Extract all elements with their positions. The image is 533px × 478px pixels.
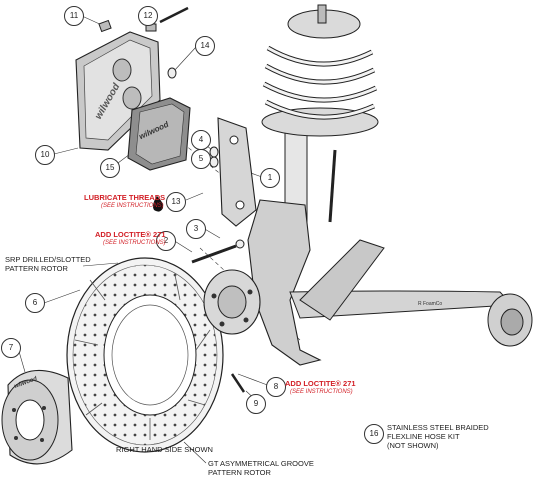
note-loctite-upper: ADD LOCTITE® 271 (95, 230, 166, 239)
label-hose-line1: STAINLESS STEEL BRAIDED (387, 423, 489, 432)
control-arm (289, 239, 533, 347)
bleed-screw (98, 6, 189, 33)
callout-10: 10 (35, 145, 55, 165)
note-loctite-lower-sub: (SEE INSTRUCTIONS) (290, 389, 353, 395)
label-srp-line1: SRP DRILLED/SLOTTED (5, 255, 91, 264)
callout-2: 2 (156, 231, 176, 251)
label-hose-line2: FLEXLINE HOSE KIT (387, 432, 460, 441)
callout-13: 13 (166, 192, 186, 212)
rotor-disc (66, 257, 224, 453)
callout-4: 4 (191, 130, 211, 150)
note-lubricate-threads: LUBRICATE THREADS (84, 193, 166, 202)
callout-14: 14 (195, 36, 215, 56)
label-hose-line3: (NOT SHOWN) (387, 441, 439, 450)
knuckle-hub (203, 199, 322, 366)
callout-3: 3 (186, 219, 206, 239)
callout-16: 16 (364, 424, 384, 444)
brake-pads (127, 97, 191, 171)
callout-6: 6 (25, 293, 45, 313)
washer (167, 67, 177, 79)
label-gt-line2: PATTERN ROTOR (208, 468, 271, 477)
note-lubricate-sub: (SEE INSTRUCTIONS) (101, 203, 164, 209)
sway-link (328, 149, 337, 223)
callout-1: 1 (260, 168, 280, 188)
arm-brand: R FoamCo (418, 301, 443, 307)
caliper-bracket (217, 117, 257, 227)
mounting-bolt (191, 239, 245, 264)
callout-7: 7 (1, 338, 21, 358)
lubricant-drop-icon (153, 196, 164, 212)
label-srp-line2: PATTERN ROTOR (5, 264, 68, 273)
lower-bolt (230, 373, 246, 393)
rotor-slots (74, 274, 211, 440)
callout-12: 12 (138, 6, 158, 26)
callout-9: 9 (246, 394, 266, 414)
washer-small (209, 156, 219, 168)
callout-5: 5 (191, 149, 211, 169)
label-right-hand-side: RIGHT HAND SIDE SHOWN (116, 445, 213, 454)
strut-assembly (261, 4, 379, 229)
note-loctite-upper-sub: (SEE INSTRUCTIONS) (103, 240, 166, 246)
callout-11: 11 (64, 6, 84, 26)
callout-8: 8 (266, 377, 286, 397)
note-loctite-lower: ADD LOCTITE® 271 (285, 379, 356, 388)
label-gt-line1: GT ASYMMETRICAL GROOVE (208, 459, 314, 468)
shim (209, 146, 219, 158)
rotor-hat (1, 369, 73, 465)
caliper (75, 31, 161, 151)
callout-15: 15 (100, 158, 120, 178)
